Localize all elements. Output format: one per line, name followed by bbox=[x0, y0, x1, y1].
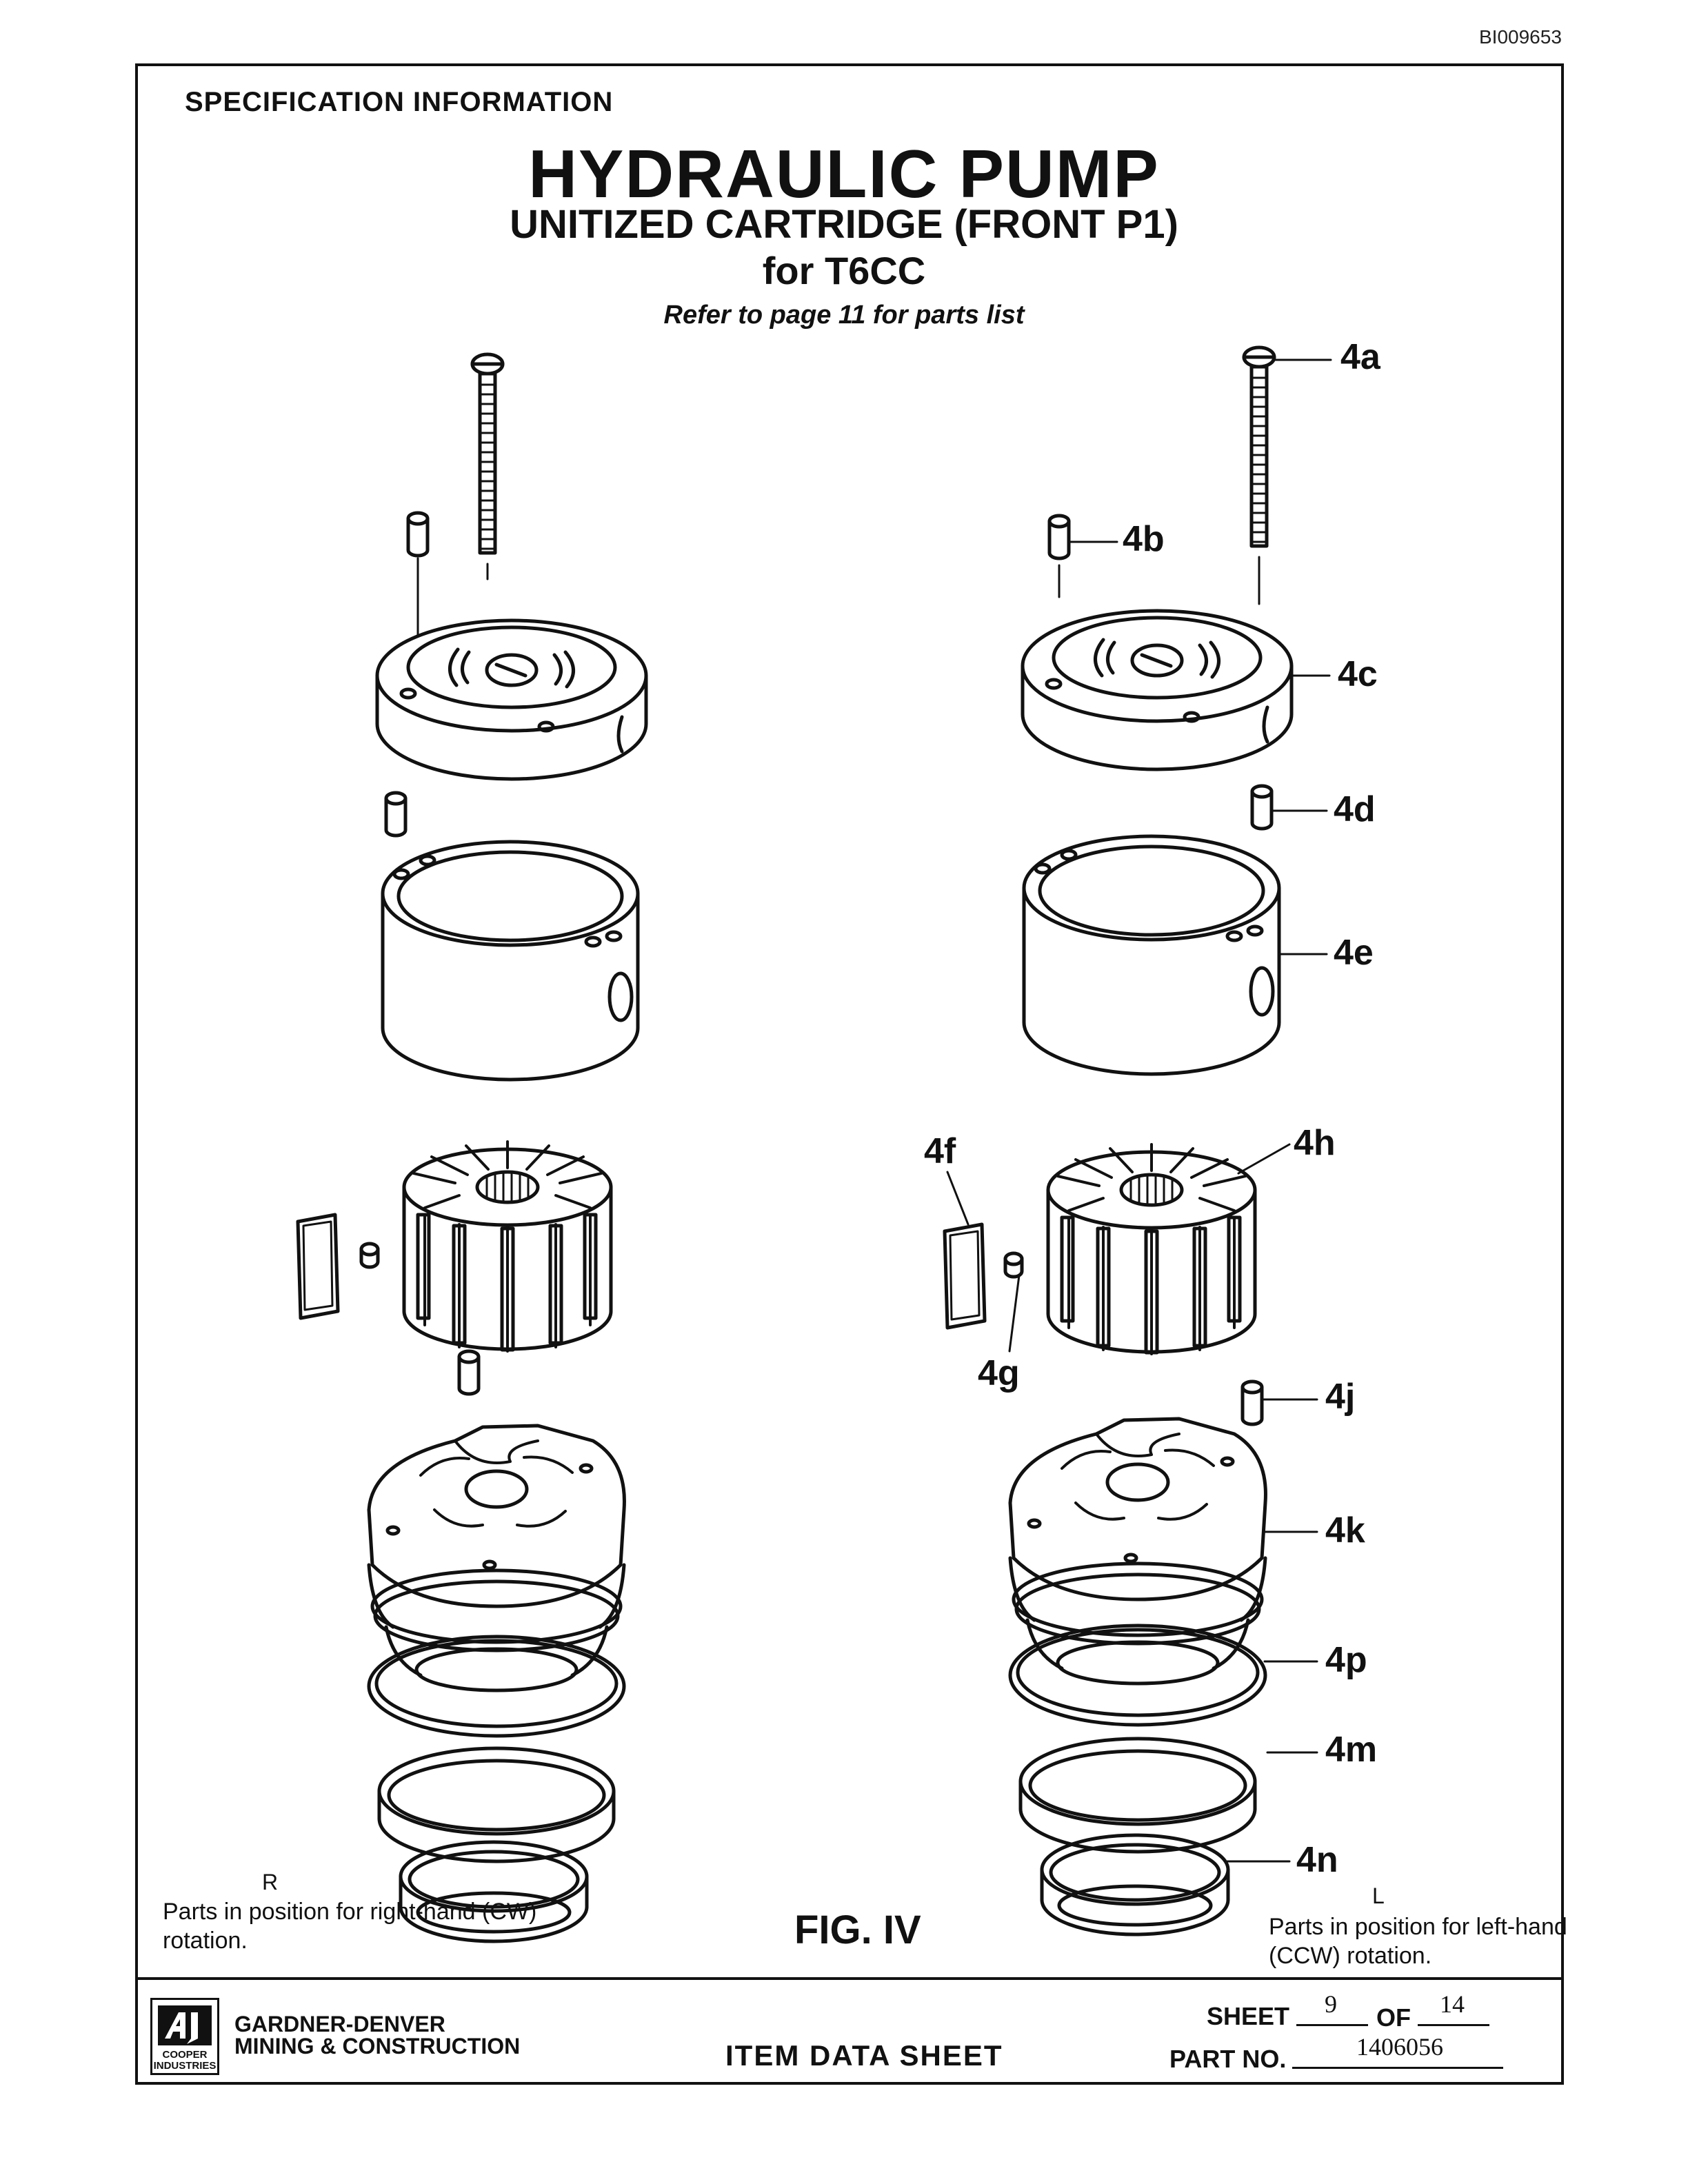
cooper-logo-icon bbox=[158, 2005, 212, 2045]
page-title: HYDRAULIC PUMP bbox=[528, 136, 1160, 212]
right-hand-letter: R bbox=[262, 1870, 279, 1894]
page-subtitle: UNITIZED CARTRIDGE (FRONT P1) bbox=[510, 202, 1178, 247]
callout-4c: 4c bbox=[1338, 654, 1378, 694]
document-id: BI009653 bbox=[1479, 26, 1562, 48]
company-logo: COOPER INDUSTRIES bbox=[150, 1998, 219, 2075]
page-frame bbox=[135, 63, 1564, 2085]
callout-4m: 4m bbox=[1325, 1730, 1378, 1770]
footer-divider bbox=[135, 1977, 1564, 1980]
left-hand-letter: L bbox=[1372, 1883, 1385, 1908]
callout-4k: 4k bbox=[1325, 1510, 1365, 1550]
part-number-underline bbox=[1292, 2067, 1503, 2069]
part-number-label: PART NO. bbox=[1169, 2045, 1287, 2073]
sheet-number: 9 bbox=[1325, 1990, 1337, 2018]
callout-4d: 4d bbox=[1334, 789, 1376, 829]
callout-4b: 4b bbox=[1123, 519, 1165, 559]
callout-4p: 4p bbox=[1325, 1640, 1367, 1680]
callout-4f: 4f bbox=[924, 1131, 956, 1171]
callout-4e: 4e bbox=[1334, 933, 1374, 973]
sheet-label: SHEET bbox=[1207, 2002, 1290, 2030]
of-label: OF bbox=[1376, 2003, 1411, 2032]
callout-4a: 4a bbox=[1340, 337, 1380, 377]
callout-4g: 4g bbox=[978, 1353, 1020, 1393]
sheet-total-underline bbox=[1418, 2024, 1489, 2026]
reference-note: Refer to page 11 for parts list bbox=[663, 301, 1025, 330]
callout-4j: 4j bbox=[1325, 1377, 1356, 1417]
right-hand-note: Parts in position for right-hand (CW) ro… bbox=[163, 1899, 537, 1954]
section-heading: SPECIFICATION INFORMATION bbox=[185, 87, 614, 117]
part-number: 1406056 bbox=[1356, 2033, 1443, 2061]
sheet-number-underline bbox=[1296, 2024, 1368, 2026]
callout-4h: 4h bbox=[1294, 1123, 1336, 1163]
callout-4n: 4n bbox=[1296, 1840, 1338, 1880]
logo-caption: COOPER INDUSTRIES bbox=[153, 2049, 217, 2072]
figure-label: FIG. IV bbox=[794, 1908, 921, 1952]
company-name: GARDNER-DENVER bbox=[234, 2012, 445, 2036]
sheet-type-label: ITEM DATA SHEET bbox=[725, 2039, 1003, 2072]
model-label: for T6CC bbox=[762, 249, 926, 292]
company-division: MINING & CONSTRUCTION bbox=[234, 2034, 521, 2059]
left-hand-note: Parts in position for left-hand (CCW) ro… bbox=[1269, 1914, 1567, 1969]
sheet-total: 14 bbox=[1440, 1990, 1465, 2018]
